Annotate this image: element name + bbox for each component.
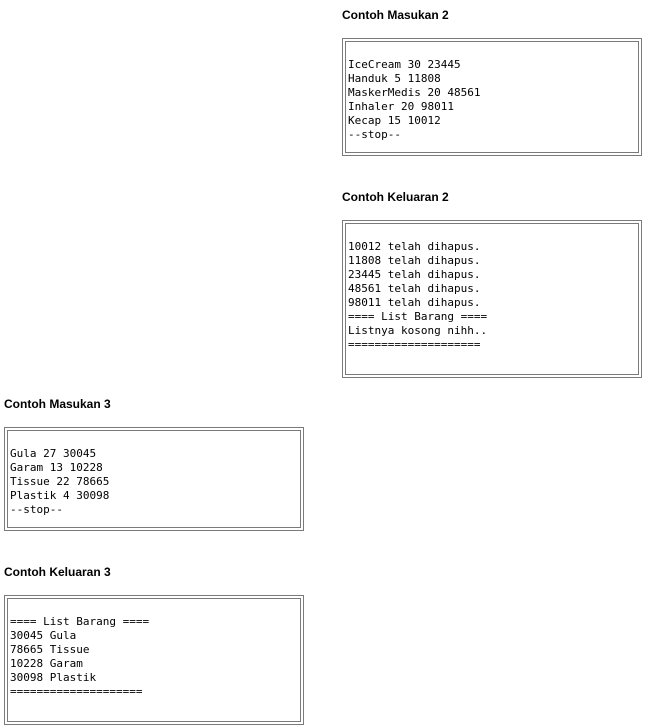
code-line: --stop-- — [10, 503, 63, 516]
code-line: 10012 telah dihapus. — [348, 240, 481, 253]
code-line: 10228 Garam — [10, 657, 83, 670]
code-line: Garam 13 10228 — [10, 461, 103, 474]
blank-line — [10, 433, 298, 447]
code-line: IceCream 30 23445 — [348, 58, 461, 71]
code-line: Inhaler 20 98011 — [348, 100, 454, 113]
code-line: 98011 telah dihapus. — [348, 296, 481, 309]
code-line: Tissue 22 78665 — [10, 475, 110, 488]
sample-output-2-content: 10012 telah dihapus. 11808 telah dihapus… — [345, 223, 639, 375]
code-line: 78665 Tissue — [10, 643, 90, 656]
code-line: --stop-- — [348, 128, 401, 141]
code-line: Gula 27 30045 — [10, 447, 97, 460]
code-line: 11808 telah dihapus. — [348, 254, 481, 267]
blank-line — [10, 601, 298, 615]
sample-input-3-content: Gula 27 30045 Garam 13 10228 Tissue 22 7… — [7, 430, 301, 528]
blank-line — [348, 226, 636, 240]
sample-input-2-content: IceCream 30 23445 Handuk 5 11808 MaskerM… — [345, 41, 639, 153]
code-line: ==== List Barang ==== — [10, 615, 150, 628]
code-line: 23445 telah dihapus. — [348, 268, 481, 281]
heading-contoh-masukan-2: Contoh Masukan 2 — [342, 8, 449, 22]
sample-output-3-box: ==== List Barang ==== 30045 Gula 78665 T… — [4, 595, 304, 725]
code-line: 48561 telah dihapus. — [348, 282, 481, 295]
blank-line — [348, 44, 636, 58]
code-line: Listnya kosong nihh.. — [348, 324, 488, 337]
code-line: MaskerMedis 20 48561 — [348, 86, 481, 99]
sample-input-3-box: Gula 27 30045 Garam 13 10228 Tissue 22 7… — [4, 427, 304, 531]
code-line: ==================== — [348, 338, 481, 351]
sample-output-2-box: 10012 telah dihapus. 11808 telah dihapus… — [342, 220, 642, 378]
code-line: 30098 Plastik — [10, 671, 97, 684]
code-line: Handuk 5 11808 — [348, 72, 441, 85]
sample-input-2-box: IceCream 30 23445 Handuk 5 11808 MaskerM… — [342, 38, 642, 156]
code-line: ==================== — [10, 685, 143, 698]
heading-contoh-keluaran-3: Contoh Keluaran 3 — [4, 565, 111, 579]
sample-output-3-content: ==== List Barang ==== 30045 Gula 78665 T… — [7, 598, 301, 722]
code-line: Kecap 15 10012 — [348, 114, 441, 127]
code-line: ==== List Barang ==== — [348, 310, 488, 323]
code-line: 30045 Gula — [10, 629, 77, 642]
heading-contoh-masukan-3: Contoh Masukan 3 — [4, 397, 111, 411]
heading-contoh-keluaran-2: Contoh Keluaran 2 — [342, 190, 449, 204]
code-line: Plastik 4 30098 — [10, 489, 110, 502]
